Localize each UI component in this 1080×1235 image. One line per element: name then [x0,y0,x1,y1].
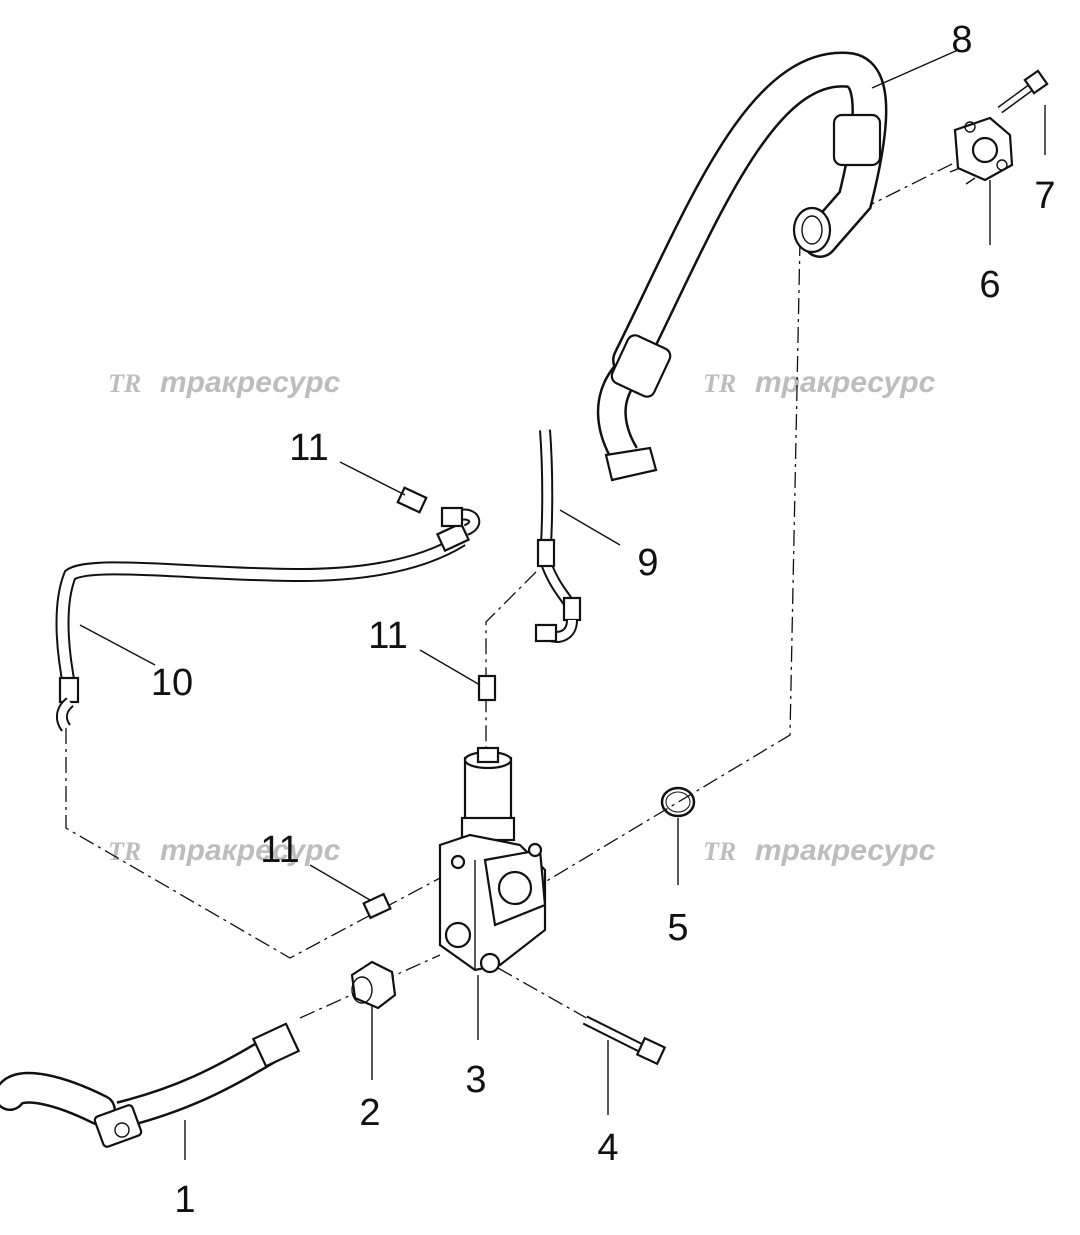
callout-9: 9 [637,542,658,584]
assembly-lines [65,159,961,1021]
watermark-logo: TR [703,369,736,398]
hose-small [534,429,582,643]
assembly-line-bolt [497,967,591,1021]
watermark-text: тракресурс [160,366,341,399]
callout-6: 6 [979,264,1000,306]
callout-4: 4 [597,1127,618,1169]
assembly-line-hose1 [299,954,441,1019]
hose-long [55,506,481,732]
o-ring [660,786,696,818]
callout-11-middle: 11 [368,615,407,657]
assembly-line-hose9 [485,571,537,760]
hose-large [596,51,888,482]
assembly-line-flange [859,159,961,211]
callout-7: 7 [1034,175,1055,217]
watermark-logo: TR [703,837,736,866]
callout-labels: 8 7 6 11 9 11 10 11 5 3 2 4 1 [151,19,1056,1221]
callout-1: 1 [174,1179,195,1221]
hose-inlet [0,1022,301,1148]
callout-3: 3 [465,1059,486,1101]
valve-block [438,746,547,974]
adapter-fitting-middle [477,674,497,702]
assembly-line-hose8 [539,239,801,886]
flange-bolt [997,69,1049,114]
watermark-text: тракресурс [755,366,936,399]
hose-large-flange-end [792,206,832,254]
split-flange [949,116,1014,185]
adapter-fitting-top [396,486,428,514]
valve-inlet-port [444,921,472,949]
watermark-bottom-left: TR тракресурс [108,834,341,867]
watermark-logo: TR [108,369,141,398]
watermark-logo: TR [108,837,141,866]
watermark-text: тракресурс [160,834,341,867]
callout-8: 8 [951,19,972,61]
leader-lines [79,49,1046,1160]
assembly-line-hose10 [65,728,441,959]
fitting-adapter [350,960,397,1010]
watermark-text: тракресурс [755,834,936,867]
callout-11-top: 11 [289,427,328,469]
watermark-top-right: TR тракресурс [703,366,936,399]
callout-11-lower: 11 [260,829,299,871]
callout-10: 10 [151,662,193,704]
long-bolt [582,1015,667,1066]
adapter-fitting-lower [362,892,392,920]
hose-large-nut [604,446,658,482]
callout-2: 2 [359,1092,380,1134]
watermark-top-left: TR тракресурс [108,366,341,399]
watermark-bottom-right: TR тракресурс [703,834,936,867]
callout-5: 5 [667,907,688,949]
